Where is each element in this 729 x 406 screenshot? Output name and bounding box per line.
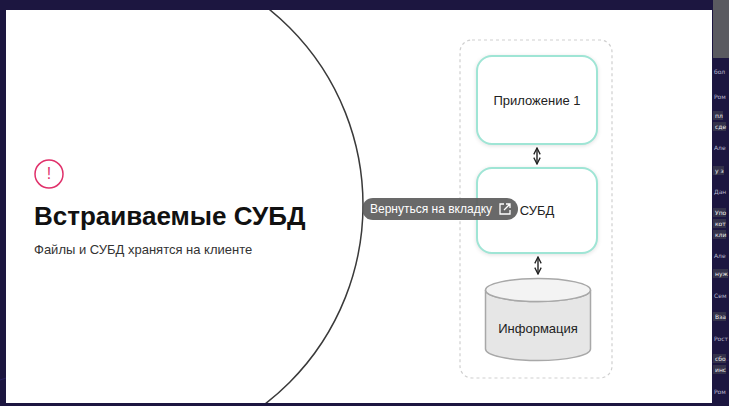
node-label: Информация: [498, 321, 578, 336]
chat-message: инс: [713, 365, 726, 374]
slide-subtitle: Файлы и СУБД хранятся на клиенте: [34, 242, 252, 257]
chat-author: бол: [714, 68, 725, 75]
chat-message: нуж: [713, 269, 728, 278]
node-label: СУБД: [520, 203, 555, 218]
chat-message: сде: [713, 122, 726, 131]
chat-author: Але: [714, 144, 726, 151]
slide-arc: [6, 10, 363, 403]
cylinder-outline: [484, 277, 592, 362]
alert-icon: [35, 160, 63, 188]
chat-author: Рост: [714, 335, 728, 342]
chat-message: Упо: [713, 208, 726, 217]
alert-mark: !: [35, 164, 63, 184]
chat-message: пл: [713, 111, 723, 120]
chat-author: Ром: [714, 93, 726, 100]
chat-message: у з: [713, 166, 724, 175]
chat-author: Але: [714, 252, 726, 259]
slide: [6, 10, 712, 403]
chat-author: Дан: [714, 188, 726, 195]
video-thumbnail: [713, 0, 729, 58]
process-box: Приложение 1: [476, 55, 598, 145]
connector-arrow: [536, 148, 537, 164]
chat-message: кот: [713, 219, 726, 228]
chat-message: кли: [713, 230, 726, 239]
storage-cylinder: Информация: [484, 277, 592, 362]
cylinder-top: [486, 279, 591, 302]
chat-author: Ром: [714, 388, 726, 395]
tab-return-tooltip: Вернуться на вкладку: [362, 198, 518, 220]
connector-arrow: [537, 257, 538, 274]
chat-message: Вза: [713, 312, 726, 321]
node-label: Приложение 1: [493, 93, 580, 108]
chat-message: сбо: [713, 354, 726, 363]
chat-author: Сем: [714, 292, 726, 299]
slide-title: Встраиваемые СУБД: [34, 201, 305, 232]
external-link-icon: [498, 202, 512, 216]
